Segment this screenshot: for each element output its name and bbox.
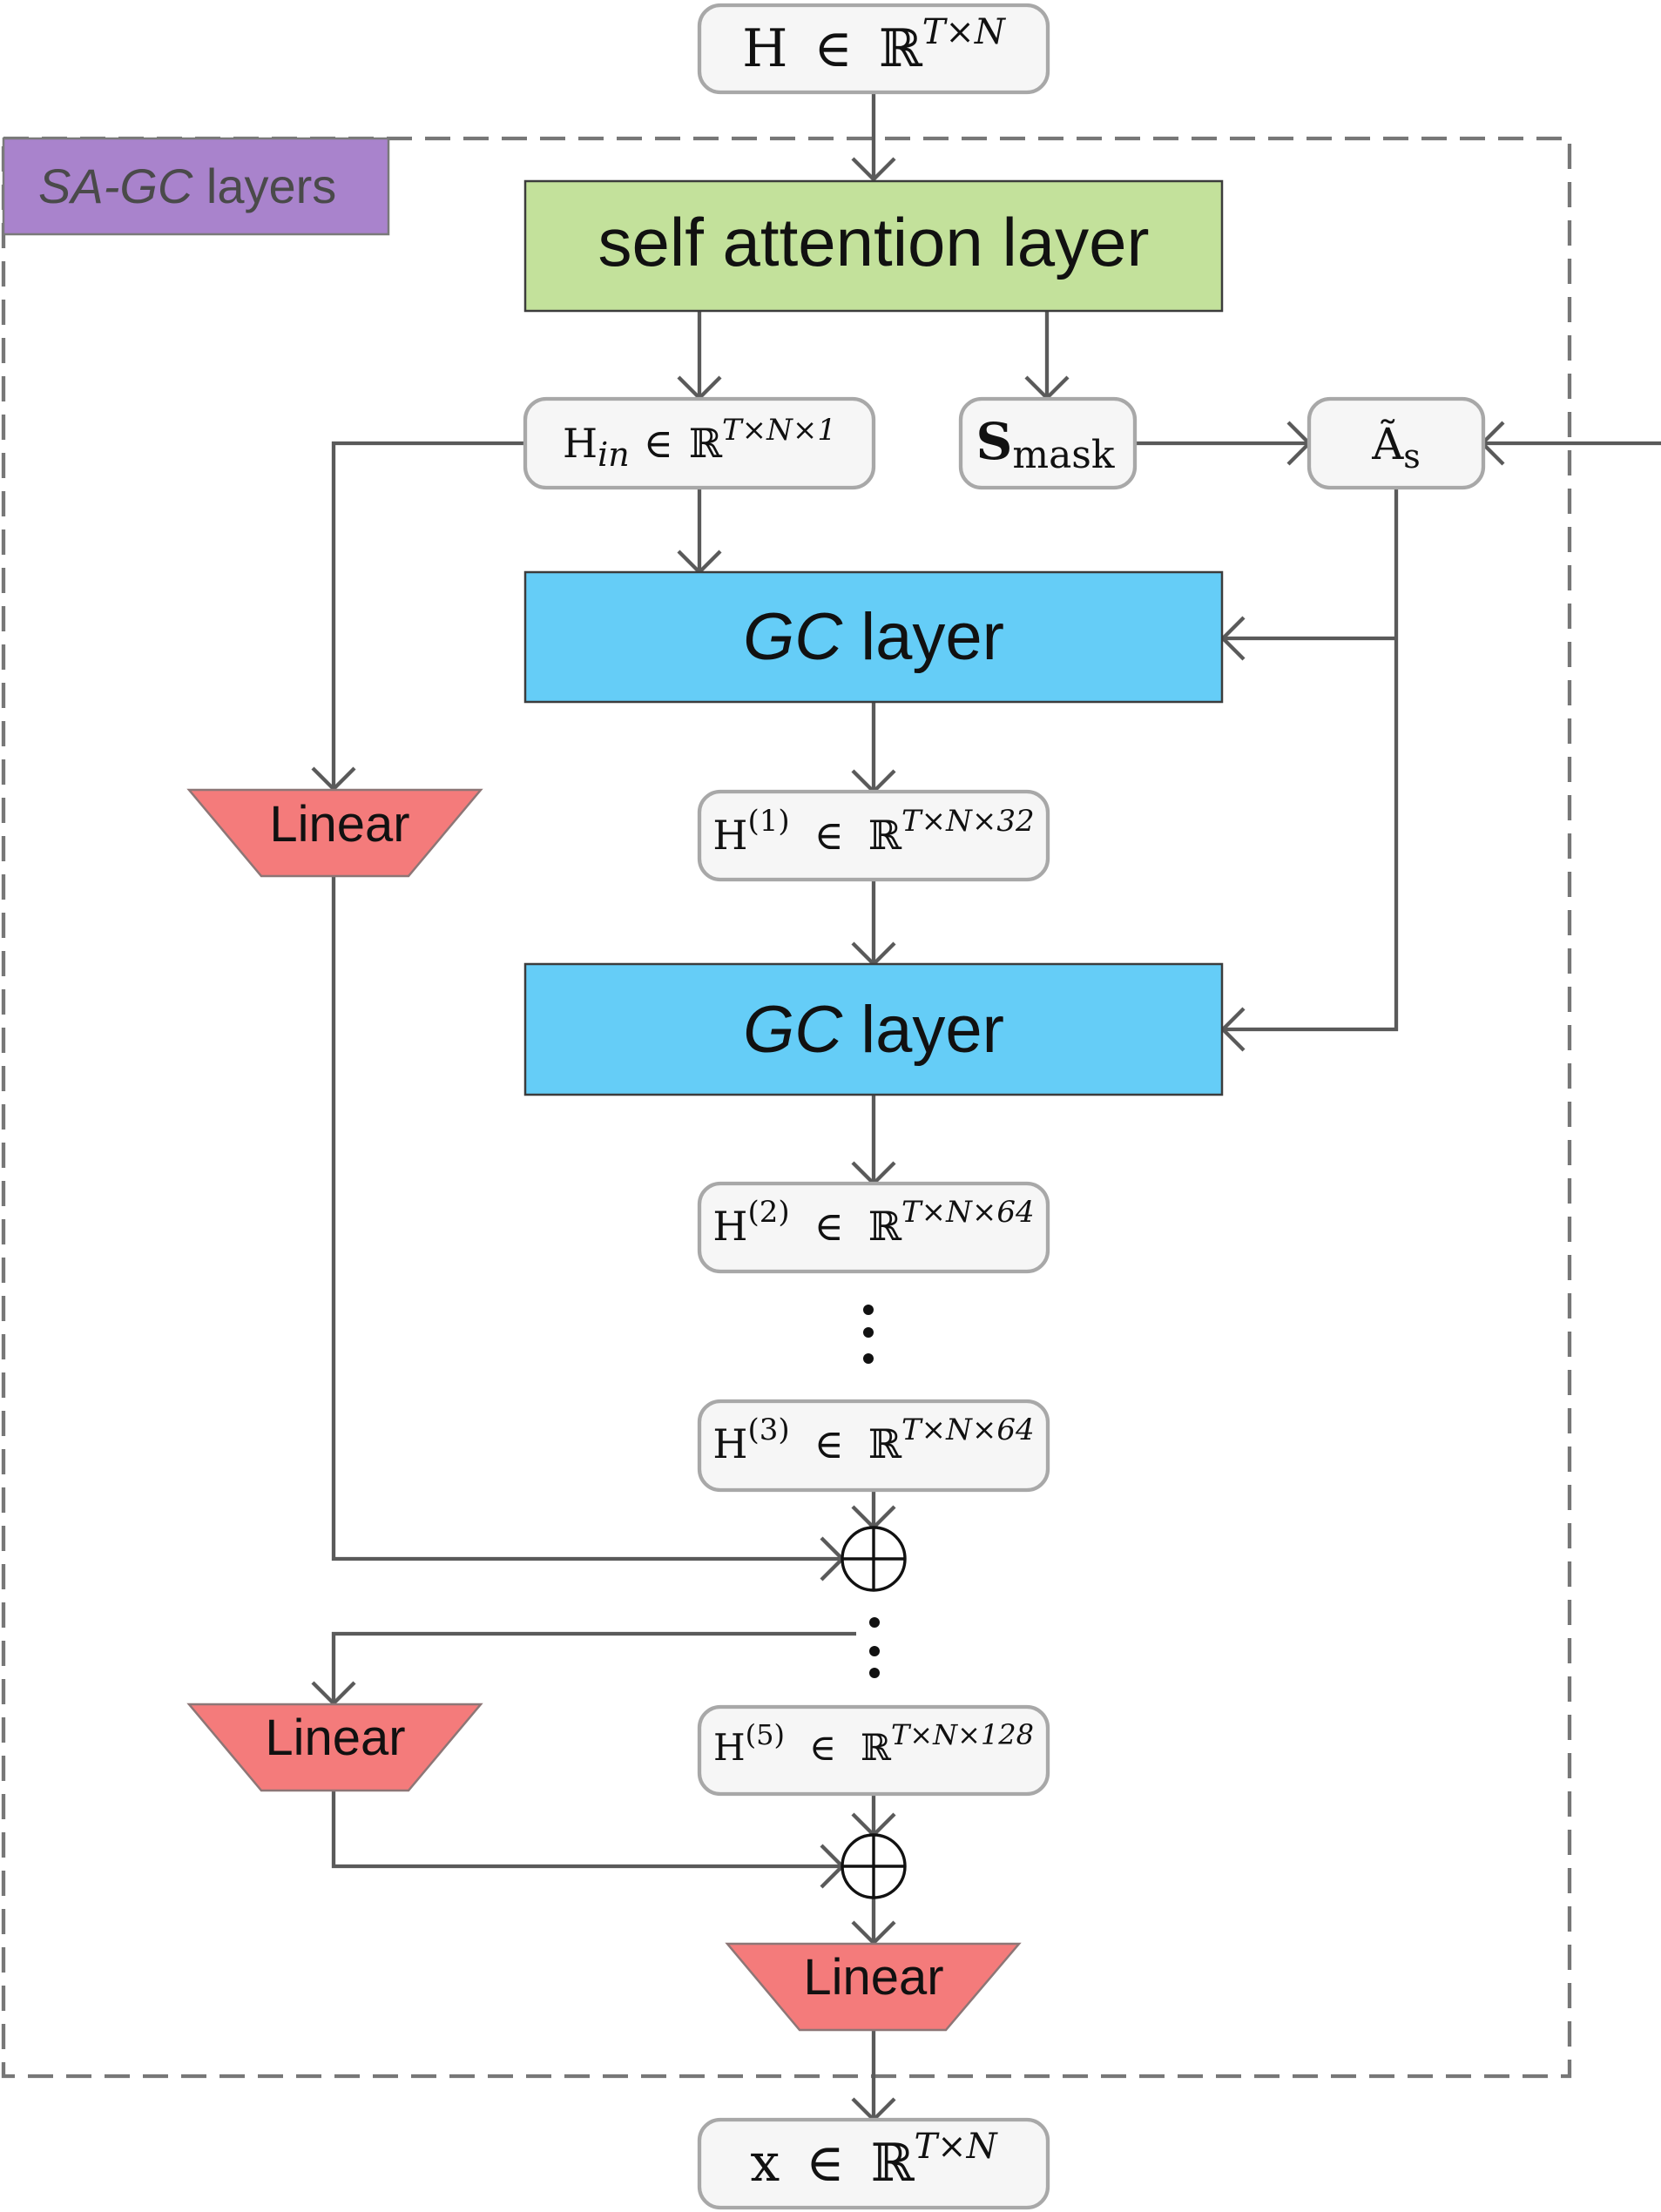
h3-label: H(3)∈ℝT×N×64: [712, 1413, 1034, 1467]
gc-layer-2-box: [523, 962, 1224, 1096]
output-label: x∈ℝT×N: [750, 2127, 998, 2194]
gc-layer-1-label: GC layer: [743, 600, 1004, 674]
h-in-box: [523, 396, 876, 490]
h1-node: H(1)∈ℝT×N×32: [697, 789, 1050, 882]
output-node: x∈ℝT×N: [697, 2117, 1050, 2210]
a-s-box: [1307, 396, 1486, 490]
input-node: H∈ℝT×N: [697, 3, 1050, 95]
edge-hin-to-linear1: [331, 441, 525, 789]
linear-2: Linear: [186, 1703, 483, 1792]
h5-label: H(5)∈ℝT×N×128: [713, 1718, 1034, 1770]
sa-gc-label-italic: SA-GC: [38, 158, 193, 213]
edge-as-to-gc2: [1223, 488, 1399, 1032]
linear-2-label: Linear: [265, 1710, 405, 1766]
ellipsis-1: [863, 1305, 874, 1364]
h-in-label: Hin∈ℝT×N×1: [563, 413, 836, 474]
s-mask-label: Smask: [976, 412, 1114, 477]
input-box: [697, 3, 1050, 95]
linear-3-label: Linear: [803, 1949, 943, 2006]
linear-1-label: Linear: [269, 796, 409, 853]
linear-1: Linear: [186, 788, 483, 878]
linear-3: Linear: [725, 1942, 1022, 2032]
edge-linear2-to-plus2: [331, 1791, 842, 1869]
linear-3-shape: [725, 1942, 1022, 2032]
edge-linear1-to-plus1: [331, 876, 842, 1561]
h2-label: H(2)∈ℝT×N×64: [712, 1195, 1034, 1250]
edge-branch-to-linear2: [331, 1631, 856, 1703]
linear-1-shape: [186, 788, 483, 878]
sa-gc-label-rest: layers: [192, 158, 336, 213]
a-s-label: Ãs: [1371, 418, 1421, 475]
h5-node: H(5)∈ℝT×N×128: [697, 1704, 1050, 1797]
gc-layer-1-box: [523, 570, 1224, 704]
h2-box: [697, 1181, 1050, 1274]
h2-node: H(2)∈ℝT×N×64: [697, 1181, 1050, 1274]
gc-layer-2: GC layer: [523, 962, 1224, 1096]
sa-gc-group-label: SA-GC layers: [38, 158, 336, 213]
gc-layer-1: GC layer: [523, 570, 1224, 704]
a-s-node: Ãs: [1307, 396, 1486, 490]
h-in-node: Hin∈ℝT×N×1: [523, 396, 876, 490]
h3-box: [697, 1399, 1050, 1493]
sa-gc-group-border: [1, 136, 1572, 2079]
self-attention-label: self attention layer: [598, 204, 1149, 280]
h1-label: H(1)∈ℝT×N×32: [712, 804, 1034, 859]
input-label: H∈ℝT×N: [742, 12, 1007, 79]
sum-node-1: [841, 1526, 907, 1592]
ellipsis-2: [869, 1617, 880, 1678]
h1-box: [697, 789, 1050, 882]
self-attention-box: [523, 179, 1224, 313]
self-attention-layer: self attention layer: [523, 179, 1224, 313]
linear-2-shape: [186, 1703, 483, 1792]
h5-box: [697, 1704, 1050, 1797]
sum-node-2: [841, 1833, 907, 1899]
connectors: [311, 92, 1661, 2123]
gc-layer-2-label: GC layer: [743, 993, 1004, 1067]
output-box: [697, 2117, 1050, 2210]
sa-gc-group-tag: [2, 137, 390, 236]
h3-node: H(3)∈ℝT×N×64: [697, 1399, 1050, 1493]
arrow-input-to-sa: [851, 157, 896, 183]
s-mask-box: [958, 396, 1138, 490]
s-mask-node: Smask: [958, 396, 1138, 490]
